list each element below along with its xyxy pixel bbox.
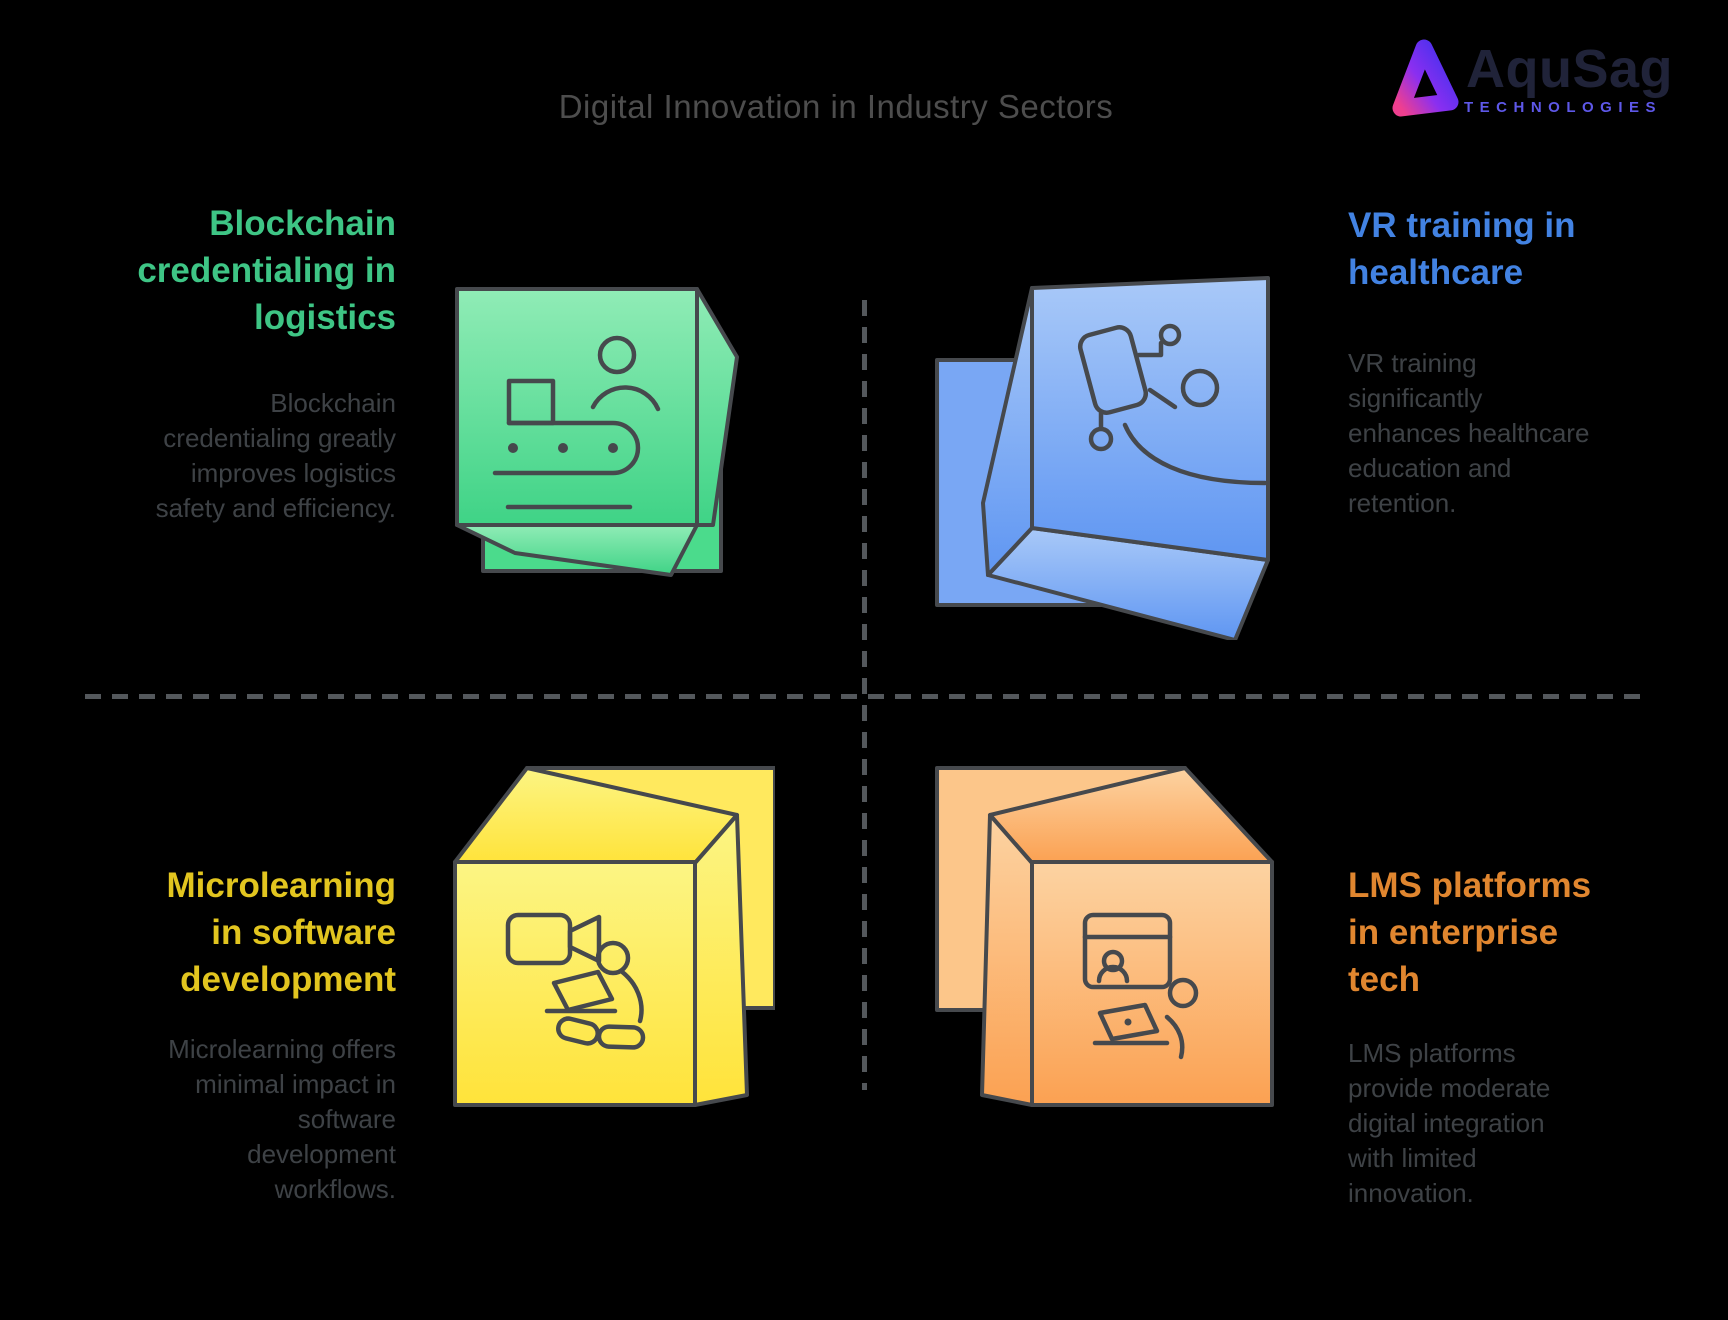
green-cube-svg [455, 287, 739, 577]
cube-side-flap [695, 287, 739, 527]
cube-front-face [453, 860, 697, 1107]
person-head [1167, 977, 1199, 1009]
quadrant-heading-blockchain: Blockchain credentialing in logistics [137, 204, 396, 337]
person-head [595, 940, 631, 976]
quadrant-heading-vr: VR training in healthcare [1348, 206, 1576, 292]
browser-window [1082, 912, 1173, 990]
logo-wordmark: AquSag [1466, 39, 1674, 99]
quadrant-body-blockchain: Blockchain credentialing greatly improve… [155, 388, 396, 523]
quadrant-body-lms: LMS platforms provide moderate digital i… [1348, 1038, 1551, 1208]
person-body [618, 968, 644, 1024]
lms-window-person-icon [935, 765, 1275, 1145]
laptop-logo-dot [1124, 1018, 1132, 1026]
logo-tagline: TECHNOLOGIES [1464, 99, 1663, 116]
video-learning-person-icon [415, 765, 775, 1140]
vr-goggles [1077, 325, 1149, 415]
yellow-cube-svg [453, 766, 775, 1107]
blue-cube-svg [935, 276, 1270, 640]
vr-headset-person-icon [935, 255, 1270, 640]
logo-mark-svg [1392, 39, 1459, 117]
quadrant-heading-lms: LMS platforms in enterprise tech [1348, 866, 1592, 999]
quadrant-body-microlearning: Microlearning offers minimal impact in s… [168, 1034, 396, 1204]
lms-person-art [1082, 912, 1199, 1060]
page-title: Digital Innovation in Industry Sectors [558, 88, 1114, 125]
person-body [1122, 422, 1268, 486]
person-arm [1147, 387, 1178, 410]
goggle-strap-line [1136, 340, 1164, 358]
person-head [597, 335, 637, 375]
drop-node [1088, 426, 1114, 452]
quadrant-heading-microlearning: Microlearning in software development [166, 866, 396, 999]
cube-front-face [455, 287, 699, 527]
cube-front-face [1030, 860, 1274, 1107]
logo-triangle-ribbon [1392, 39, 1459, 117]
vr-person-art [1077, 323, 1268, 486]
laptop-screen [551, 969, 615, 1013]
window-person-head [1101, 949, 1125, 973]
person-shoulders [590, 385, 661, 412]
cube-side-flap [693, 813, 749, 1107]
aqusag-a-icon [1384, 34, 1464, 122]
person-body [1164, 1014, 1185, 1060]
laptop-screen [1097, 1002, 1160, 1042]
conveyor-belt [492, 420, 641, 476]
strap-node [1158, 323, 1182, 347]
conveyor-person-icon [415, 255, 745, 585]
cube-front-face [1030, 276, 1270, 562]
window-person-shoulders [1096, 964, 1130, 984]
seat-cushion-right [596, 1024, 646, 1050]
video-person-art [505, 912, 646, 1050]
orange-cube-svg [935, 766, 1274, 1107]
conveyor-person-art [492, 335, 661, 510]
quadrant-body-vr: VR training significantly enhances healt… [1348, 348, 1590, 518]
vertical-dashed-divider [862, 300, 867, 1090]
cube-side-flap [980, 813, 1034, 1107]
person-head [1180, 368, 1220, 408]
